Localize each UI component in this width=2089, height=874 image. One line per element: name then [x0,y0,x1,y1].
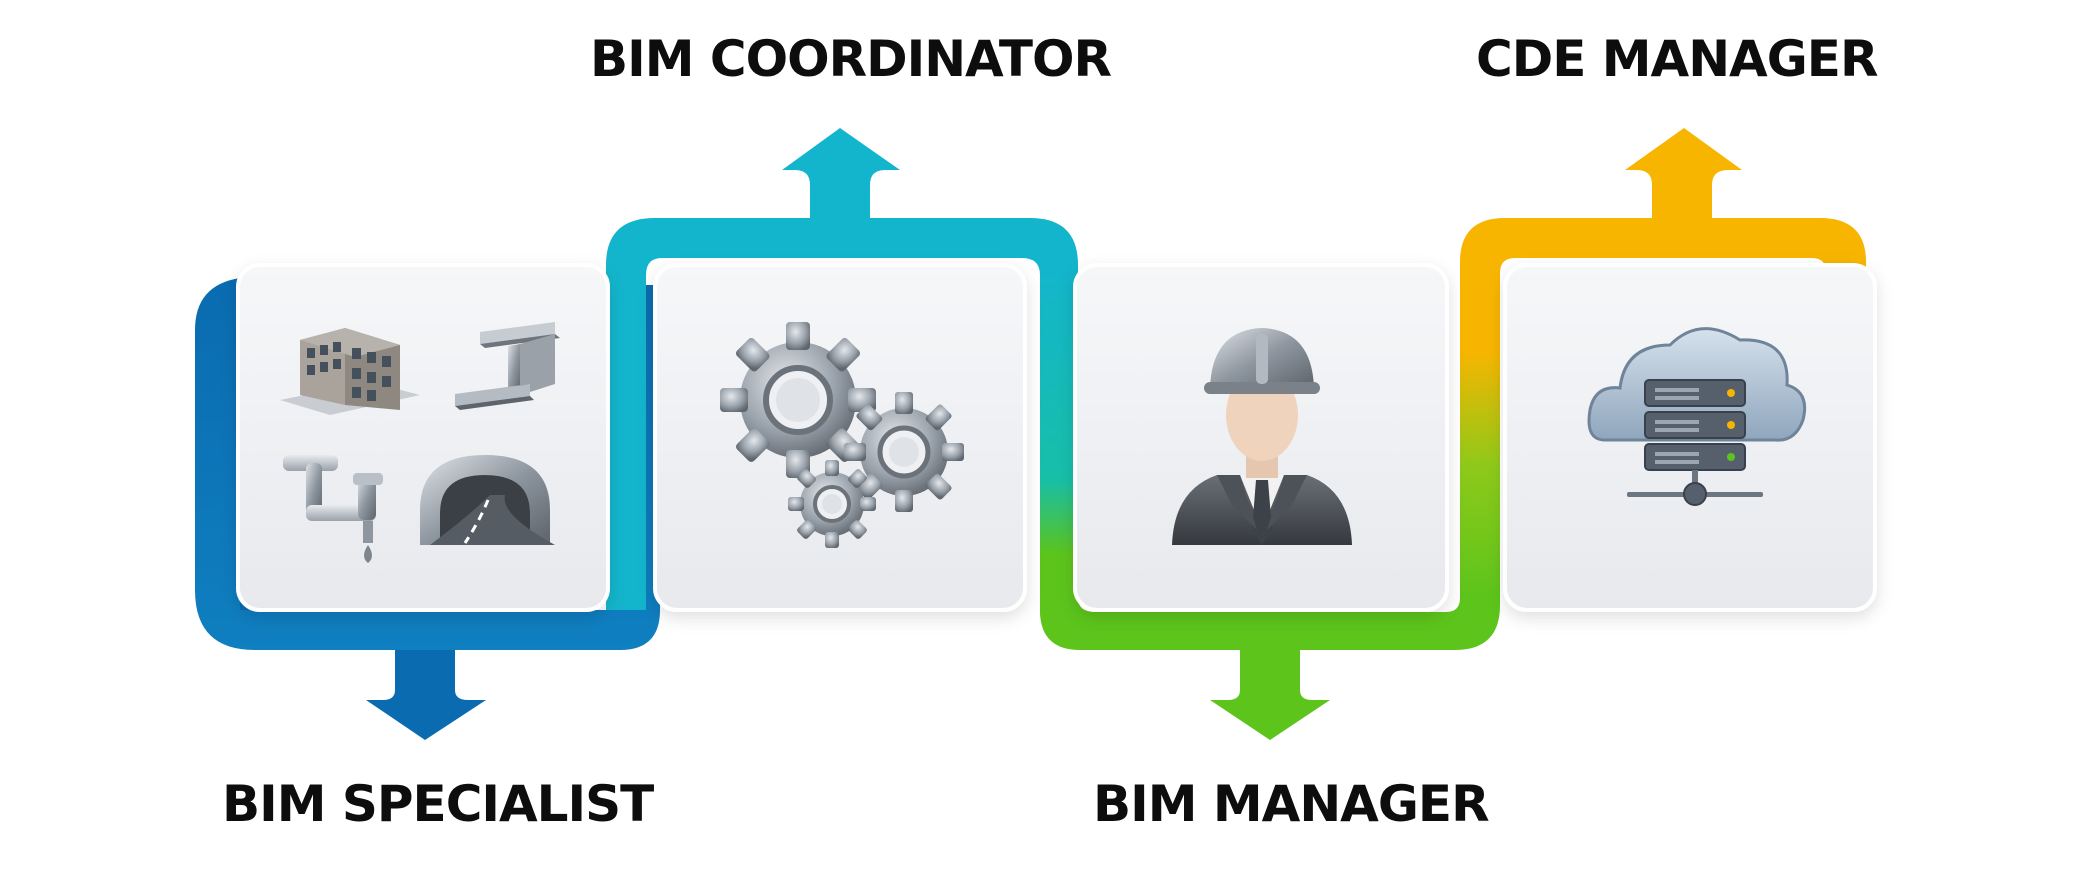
engineer-avatar-icon [1172,328,1352,545]
blue-down-arrow [366,650,486,740]
card-specialist [236,263,610,612]
green-yellow-band [1460,218,1540,600]
small-gear [788,460,876,548]
yellow-band [1505,218,1866,280]
cyan-band [606,218,1078,610]
building-icon [280,328,420,415]
large-gear [720,322,876,478]
role-label-bim-coordinator: BIM COORDINATOR [590,30,1112,88]
yellow-up-arrow [1625,128,1742,218]
pipe-icon [283,455,383,563]
green-down-arrow [1210,650,1330,740]
server-rack [1644,379,1746,471]
role-label-bim-manager: BIM MANAGER [1093,775,1490,833]
cloud-server-icon [1587,327,1807,506]
steel-beam-icon [455,322,560,410]
medium-gear [844,392,964,512]
role-label-bim-specialist: BIM SPECIALIST [222,775,654,833]
cyan-up-arrow [782,128,900,218]
green-band [1040,520,1500,650]
gears-icon [720,322,964,548]
role-label-cde-manager: CDE MANAGER [1476,30,1878,88]
tunnel-icon [420,455,555,545]
